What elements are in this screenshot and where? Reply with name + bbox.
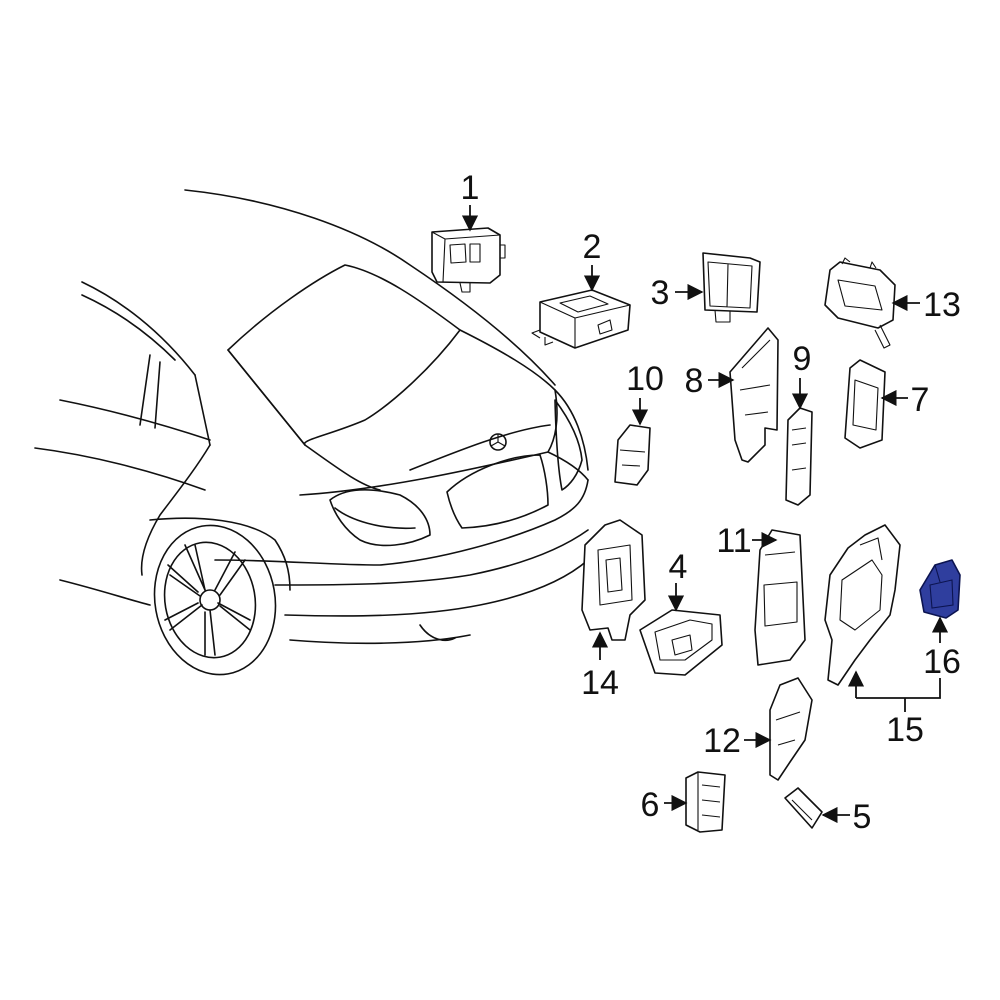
part-9-module: [785, 407, 813, 506]
part-14-bracket: [581, 519, 646, 641]
part-5-sensor: [784, 787, 823, 829]
callout-labels: 1 2 3 4 5 6 7 8 9 10 11 12 13 14 15 16: [461, 169, 961, 836]
part-12-bracket: [769, 677, 813, 781]
vehicle-outline: [34, 189, 589, 676]
callout-16: 16: [923, 643, 961, 681]
callout-9: 9: [793, 340, 812, 378]
leader-lines: [461, 205, 949, 824]
part-16-module-highlighted[interactable]: [919, 559, 961, 619]
part-3-module: [702, 252, 761, 323]
part-8-bracket: [729, 327, 779, 463]
callout-14: 14: [581, 664, 619, 702]
callout-4: 4: [669, 548, 688, 586]
callout-7: 7: [911, 381, 930, 419]
part-13-bracket-module: [824, 257, 896, 349]
part-10-sensor: [614, 424, 651, 486]
callout-13: 13: [923, 286, 961, 324]
callout-15: 15: [886, 711, 924, 749]
part-11-bracket: [754, 529, 806, 666]
part-7-module: [844, 359, 886, 449]
callout-3: 3: [651, 274, 670, 312]
part-1-module: [431, 227, 506, 293]
callout-8: 8: [685, 362, 704, 400]
part-6-module: [685, 771, 726, 833]
part-4-module: [639, 609, 723, 676]
callout-6: 6: [641, 786, 660, 824]
callout-11: 11: [716, 522, 751, 560]
callout-1: 1: [461, 169, 480, 207]
callout-2: 2: [583, 228, 602, 266]
callout-10: 10: [626, 360, 664, 398]
callout-12: 12: [703, 722, 741, 760]
part-2-module: [531, 289, 631, 349]
part-15-bracket: [824, 524, 901, 686]
callout-5: 5: [853, 798, 872, 836]
